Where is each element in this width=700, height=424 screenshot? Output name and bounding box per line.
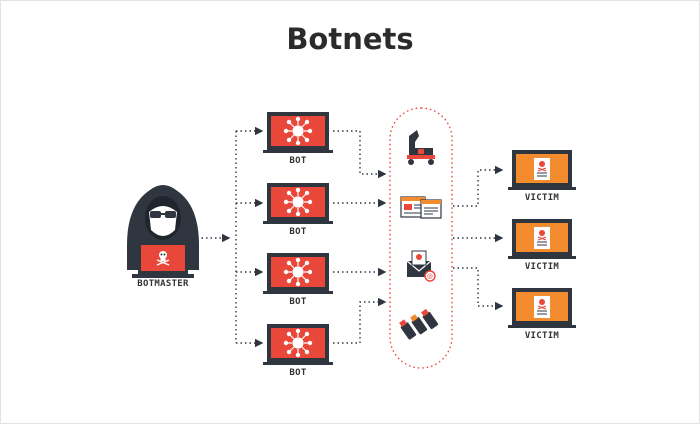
victim-laptop-3 <box>508 288 576 328</box>
infected-document-icon <box>534 158 550 180</box>
bot-laptop-1 <box>263 112 333 153</box>
botmaster-label: BOTMASTER <box>137 279 189 289</box>
bot-network-icon <box>283 116 313 146</box>
phishing-email-icon: @ <box>406 250 436 282</box>
infected-document-icon <box>534 227 550 249</box>
web-pages-icon <box>400 196 442 219</box>
victim-laptop-1 <box>508 150 576 190</box>
bot-label-3: BOT <box>289 297 307 307</box>
face <box>149 206 177 236</box>
trojan-horse-icon <box>407 130 435 165</box>
bot-label-4: BOT <box>289 368 307 378</box>
usb-drives-icon <box>399 308 439 340</box>
victim-laptop-2 <box>508 219 576 259</box>
bot-network-icon <box>283 328 313 358</box>
victim-label-1: VICTIM <box>524 193 560 203</box>
bot-label-2: BOT <box>289 227 307 237</box>
botmaster-figure <box>127 185 199 278</box>
bot-laptop-2 <box>263 183 333 224</box>
infected-document-icon <box>534 296 550 318</box>
attack-vectors-capsule <box>389 107 453 369</box>
victim-label-3: VICTIM <box>524 331 560 341</box>
connector-lines <box>197 126 504 348</box>
bot-laptop-3 <box>263 253 333 294</box>
bot-label-1: BOT <box>289 156 307 166</box>
svg-text:@: @ <box>427 273 433 280</box>
victim-label-2: VICTIM <box>524 262 560 272</box>
bot-network-icon <box>283 187 313 217</box>
skull-icon <box>156 251 170 266</box>
sunglasses-icon <box>150 211 176 218</box>
bot-network-icon <box>283 257 313 287</box>
diagram-title: Botnets <box>286 22 414 56</box>
bot-laptop-4 <box>263 324 333 365</box>
